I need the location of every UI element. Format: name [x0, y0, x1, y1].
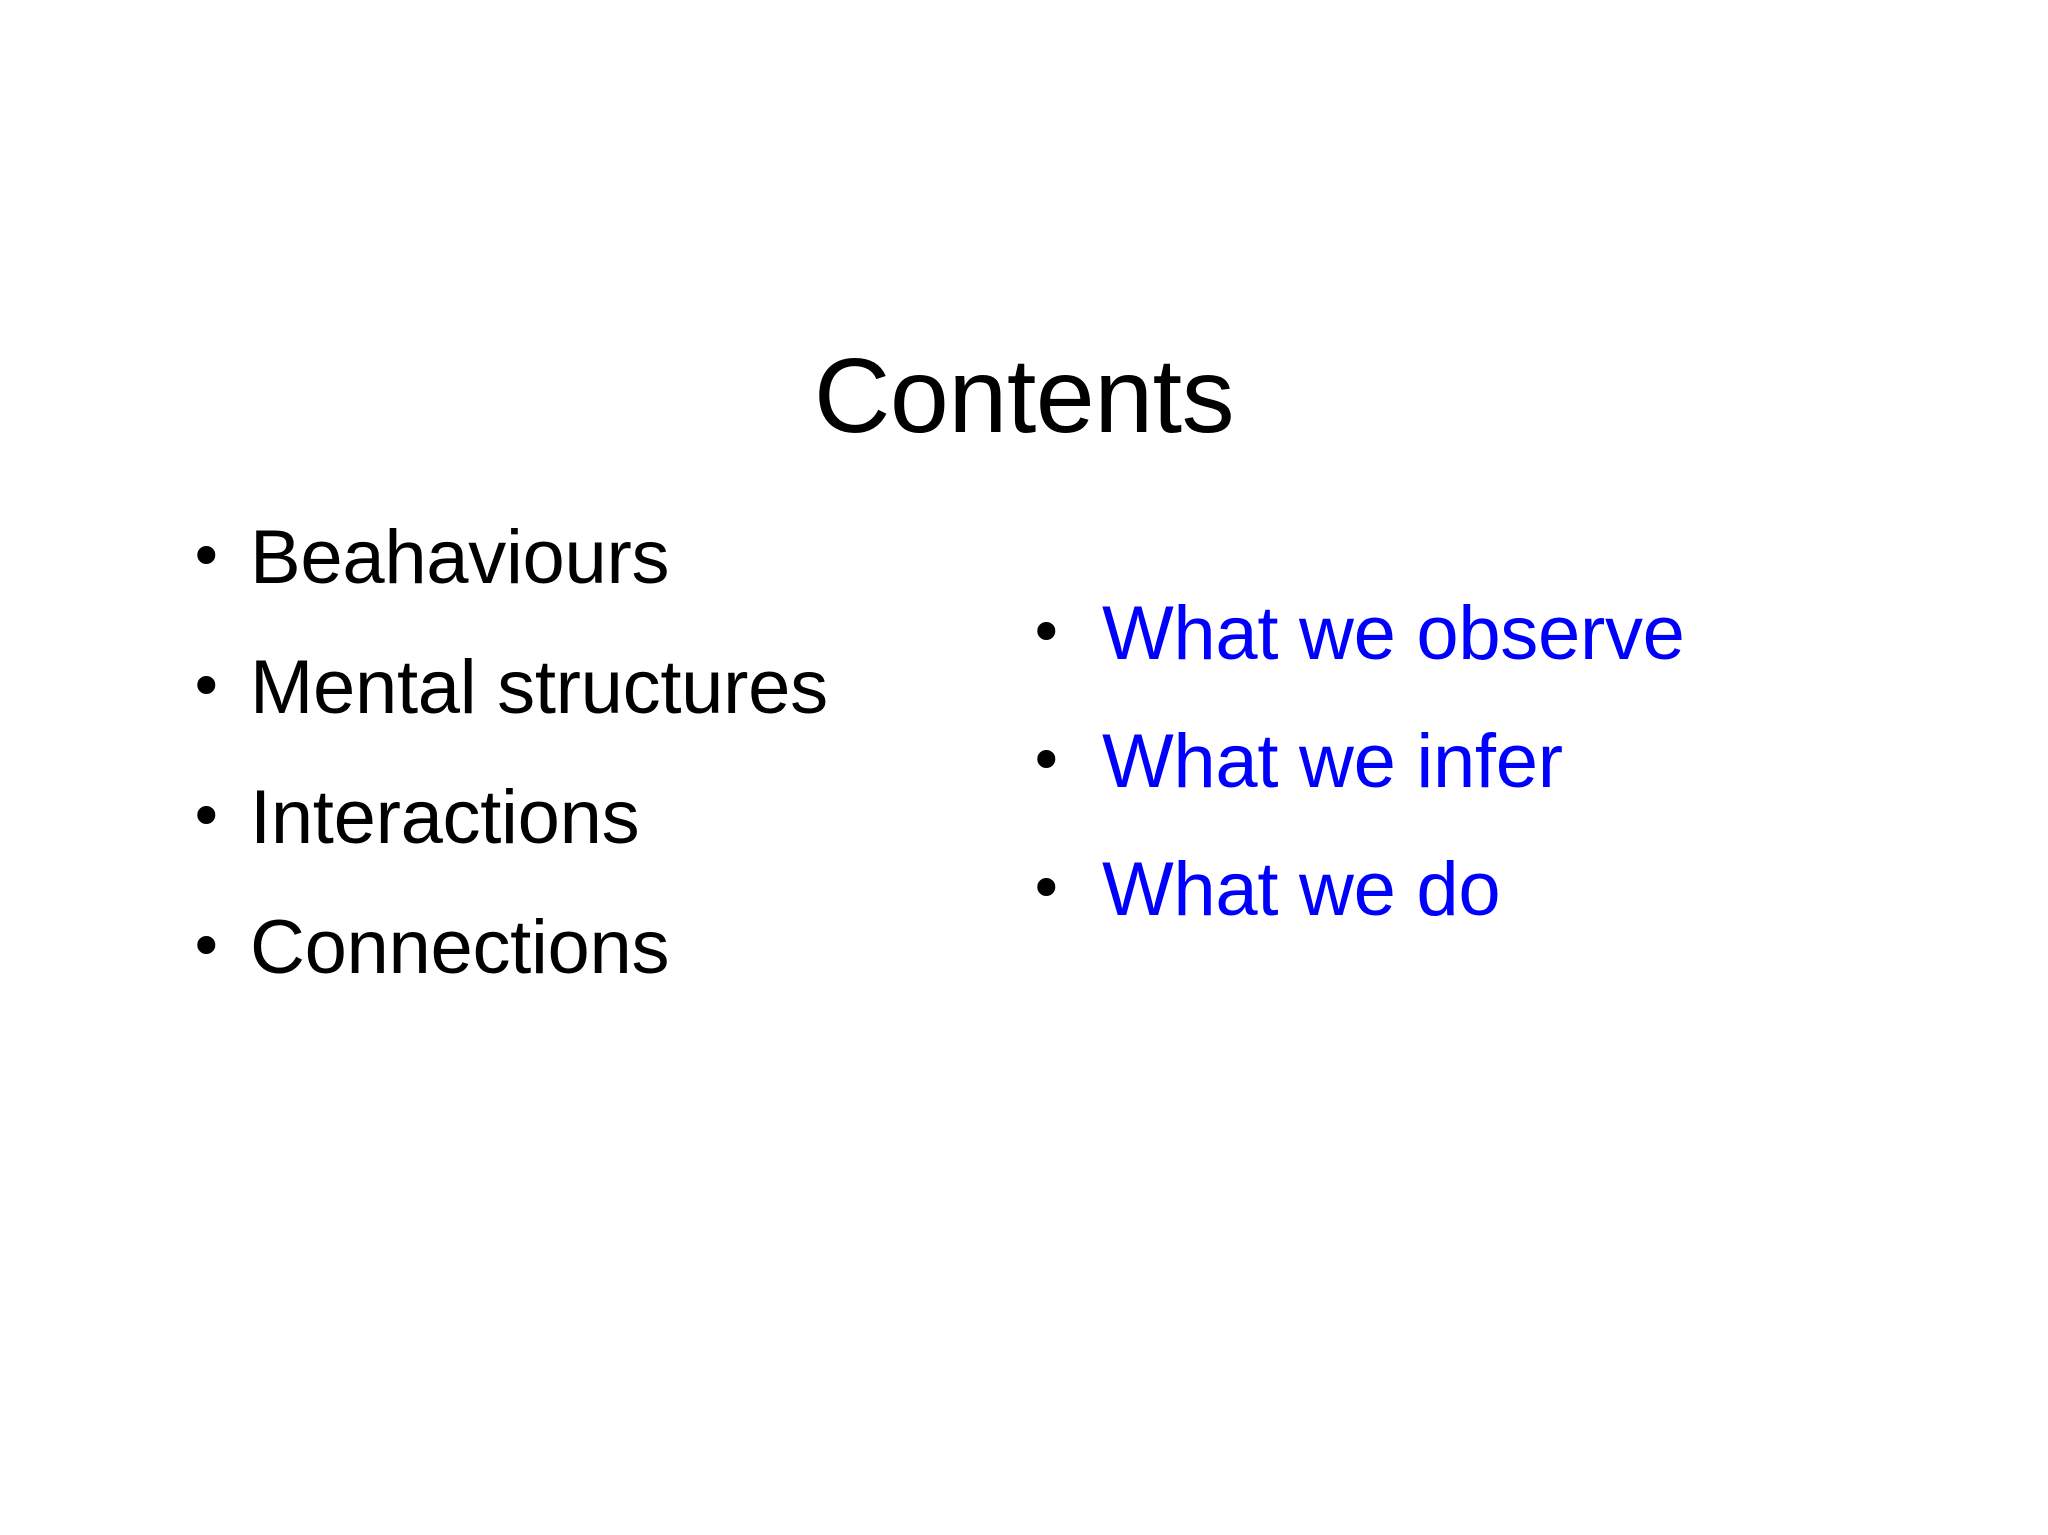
list-item[interactable]: • Connections	[188, 910, 828, 1040]
list-item[interactable]: • What we infer	[1028, 724, 1685, 852]
right-bullet-list: • What we observe • What we infer • What…	[1028, 596, 1685, 980]
bullet-dot-icon: •	[1028, 724, 1065, 797]
list-item[interactable]: • Interactions	[188, 780, 828, 910]
list-item-label: Connections	[250, 905, 670, 990]
list-item-label: Mental structures	[250, 645, 828, 730]
left-bullet-list: • Beahaviours • Mental structures • Inte…	[188, 520, 828, 1040]
list-item-label: Interactions	[250, 775, 640, 860]
bullet-dot-icon: •	[188, 520, 225, 593]
list-item-label: What we do	[1102, 847, 1501, 932]
list-item[interactable]: • Mental structures	[188, 650, 828, 780]
list-item[interactable]: • Beahaviours	[188, 520, 828, 650]
list-item[interactable]: • What we observe	[1028, 596, 1685, 724]
page-title: Contents	[813, 337, 1235, 456]
list-item-label: Beahaviours	[250, 515, 670, 600]
bullet-dot-icon: •	[188, 650, 225, 723]
bullet-dot-icon: •	[1028, 852, 1065, 925]
bullet-dot-icon: •	[188, 780, 225, 853]
list-item[interactable]: • What we do	[1028, 852, 1685, 980]
list-item-label: What we observe	[1102, 591, 1685, 676]
bullet-dot-icon: •	[188, 910, 225, 983]
bullet-dot-icon: •	[1028, 596, 1065, 669]
list-item-label: What we infer	[1102, 719, 1563, 804]
